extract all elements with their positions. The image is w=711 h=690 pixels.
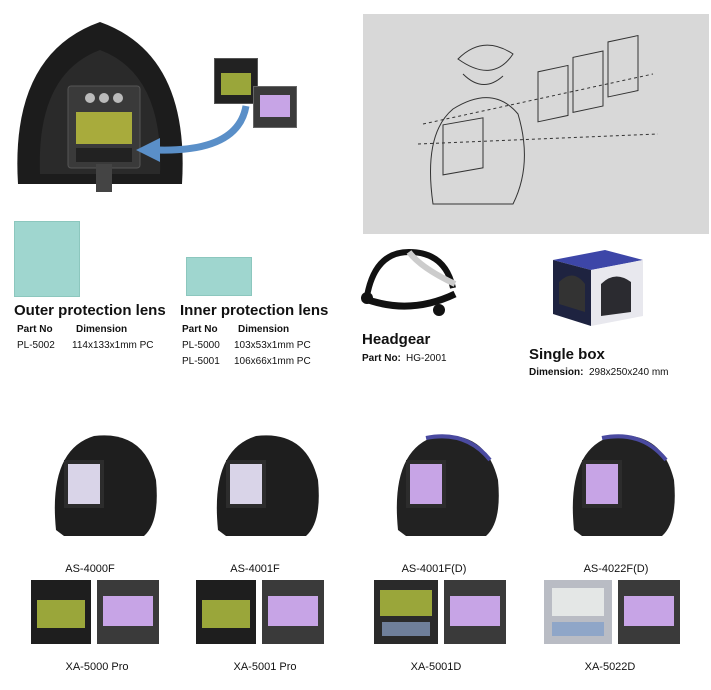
filter-label-3: XA-5001D <box>410 661 462 673</box>
filter-label-2: XA-5001 Pro <box>233 661 297 673</box>
helmet-interior-photo <box>10 14 190 194</box>
filter-xa-5000-pro <box>31 580 163 644</box>
filter-xa-5022d <box>544 580 684 644</box>
helmet-as-4001fd <box>386 430 506 540</box>
single-box-image <box>549 242 647 330</box>
inner-lens-title: Inner protection lens <box>180 302 329 319</box>
filter-xa-5001-pro <box>196 580 328 644</box>
filter-small-green <box>214 58 258 104</box>
headgear-part-no: HG-2001 <box>406 353 447 364</box>
headgear-image <box>355 244 463 322</box>
inner-dimension-label: Dimension <box>238 324 290 335</box>
headgear-part-label: Part No: <box>362 353 401 364</box>
helmet-as-4022fd <box>562 430 682 540</box>
filter-label-1: XA-5000 Pro <box>65 661 129 673</box>
outer-part-no: PL-5002 <box>17 340 55 351</box>
helmet-as-4001f <box>206 430 326 540</box>
inner-lens-swatch <box>186 257 252 296</box>
outer-part-no-label: Part No <box>17 324 53 335</box>
outer-dimension: 114x133x1mm PC <box>72 340 154 351</box>
filter-small-purple <box>253 86 297 128</box>
outer-lens-swatch <box>14 221 80 297</box>
headgear-title: Headgear <box>362 331 431 348</box>
inner-dimension-2: 106x66x1mm PC <box>234 356 311 367</box>
helmet-label-3: AS-4001F(D) <box>401 563 467 575</box>
single-box-dim-label: Dimension: <box>529 367 584 378</box>
filter-label-4: XA-5022D <box>584 661 636 673</box>
insert-arrow <box>128 100 258 170</box>
helmet-as-4000f <box>44 430 164 540</box>
helmet-label-4: AS-4022F(D) <box>583 563 649 575</box>
filter-xa-5001d <box>374 580 510 644</box>
outer-lens-title: Outer protection lens <box>14 302 166 319</box>
helmet-label-2: AS-4001F <box>230 563 280 575</box>
helmet-label-1: AS-4000F <box>65 563 115 575</box>
single-box-dimension: 298x250x240 mm <box>589 367 669 378</box>
single-box-title: Single box <box>529 346 605 363</box>
inner-part-no-1: PL-5000 <box>182 340 220 351</box>
inner-dimension-1: 103x53x1mm PC <box>234 340 311 351</box>
outer-dimension-label: Dimension <box>76 324 128 335</box>
inner-part-no-label: Part No <box>182 324 218 335</box>
inner-part-no-2: PL-5001 <box>182 356 220 367</box>
exploded-diagram <box>363 14 709 234</box>
